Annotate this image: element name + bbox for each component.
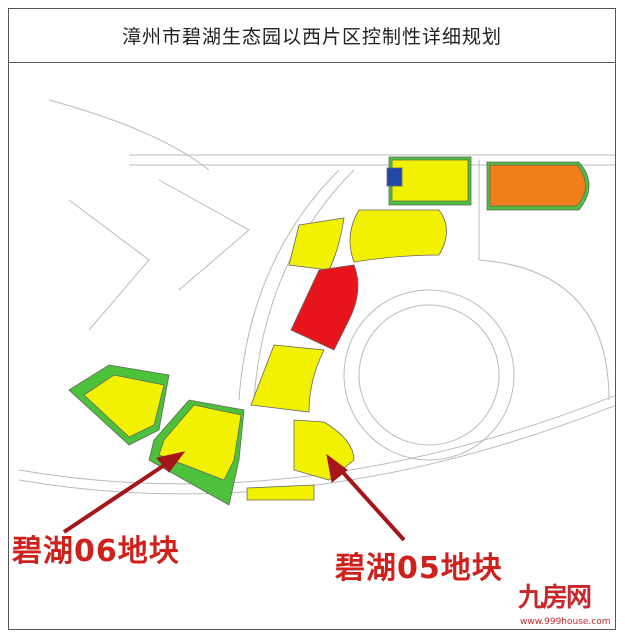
parcel-05-label: 碧湖05地块 [335, 551, 503, 586]
watermark-logo: 九房网 [518, 583, 592, 613]
parcel-yellow [288, 217, 345, 271]
parcel-red-highlight [290, 264, 359, 351]
map-title: 漳州市碧湖生态园以西片区控制性详细规划 [8, 8, 616, 63]
road [253, 169, 355, 401]
lake-ring [343, 289, 515, 461]
parcel-commercial-inner [489, 164, 586, 207]
map-frame [8, 8, 616, 630]
arrow-head-05 [326, 453, 348, 483]
parcel-05-green [246, 484, 315, 501]
watermark-url: www.999house.com [520, 617, 611, 627]
road [48, 99, 210, 171]
parcel-yellow [349, 209, 447, 263]
road-network [18, 99, 615, 495]
parcel-06 [158, 404, 242, 481]
parcels [68, 156, 590, 506]
arrow-to-06 [62, 460, 171, 534]
lake-ring [358, 304, 500, 446]
parcel-06-label: 碧湖06地块 [12, 534, 180, 569]
parcel-yellow-top [391, 159, 469, 202]
road [238, 169, 340, 401]
parcel-yellow [250, 344, 325, 413]
planning-map [18, 99, 615, 542]
arrow-head-06 [156, 451, 186, 473]
road [68, 199, 150, 331]
parcel-blue [386, 167, 403, 187]
arrow-to-05 [337, 466, 406, 542]
parcel-yellow [83, 374, 165, 438]
road [158, 179, 250, 291]
road [18, 405, 615, 495]
arrows [62, 451, 406, 542]
park-outline [478, 259, 610, 401]
